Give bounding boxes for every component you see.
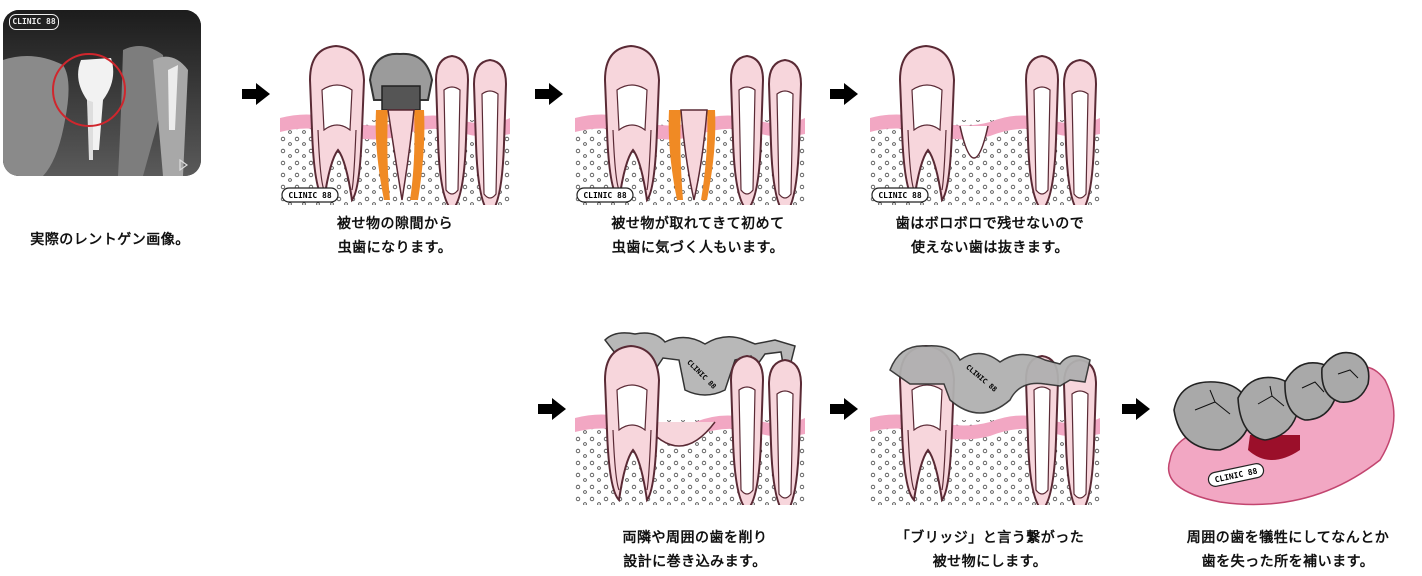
logo-badge: CLINIC 88 — [577, 188, 633, 202]
caption-step-7: 周囲の歯を犠牲にしてなんとか 歯を失った所を補います。 — [1160, 526, 1416, 574]
crown-with-decay: CLINIC 88 — [280, 40, 510, 205]
caption-line: 虫歯になります。 — [290, 236, 500, 260]
caption-step-6: 「ブリッジ」と言う繋がった 被せ物にします。 — [870, 526, 1110, 574]
caption-step-1: 実際のレントゲン画像。 — [10, 228, 210, 252]
caption-step-4: 歯はボロボロで残せないので 使えない歯は抜きます。 — [865, 212, 1115, 260]
svg-text:CLINIC 88: CLINIC 88 — [583, 191, 627, 200]
bridge-3d-view: CLINIC 88 — [1160, 340, 1400, 515]
xray-logo: CLINIC 88 — [9, 14, 59, 30]
bridge-placed: CLINIC 88 — [870, 340, 1100, 505]
logo-badge: CLINIC 88 — [872, 188, 928, 202]
logo-badge: CLINIC 88 — [282, 188, 338, 202]
caption-line: 使えない歯は抜きます。 — [865, 236, 1115, 260]
caption-step-2: 被せ物の隙間から 虫歯になります。 — [290, 212, 500, 260]
caption-line: 周囲の歯を犠牲にしてなんとか — [1160, 526, 1416, 550]
arrow-right-icon — [830, 83, 858, 105]
caption-line: 被せ物の隙間から — [290, 212, 500, 236]
caption-line: 設計に巻き込みます。 — [580, 550, 810, 574]
caption-line: 両隣や周囲の歯を削り — [580, 526, 810, 550]
xray-photo: CLINIC 88 — [3, 10, 201, 176]
caption-line: 被せ物にします。 — [870, 550, 1110, 574]
svg-text:CLINIC 88: CLINIC 88 — [288, 191, 332, 200]
arrow-right-icon — [538, 398, 566, 420]
caption-line: 歯はボロボロで残せないので — [865, 212, 1115, 236]
caption-step-5: 両隣や周囲の歯を削り 設計に巻き込みます。 — [580, 526, 810, 574]
caption-line: 虫歯に気づく人もいます。 — [578, 236, 818, 260]
caption-line: 「ブリッジ」と言う繋がった — [870, 526, 1110, 550]
arrow-right-icon — [1122, 398, 1150, 420]
svg-text:CLINIC 88: CLINIC 88 — [878, 191, 922, 200]
arrow-right-icon — [242, 83, 270, 105]
arrow-right-icon — [535, 83, 563, 105]
extracted-tooth: CLINIC 88 — [870, 40, 1100, 205]
bridge-preparation: CLINIC 88 — [575, 320, 805, 505]
caption-line: 歯を失った所を補います。 — [1160, 550, 1416, 574]
caption-line: 実際のレントゲン画像。 — [10, 228, 210, 252]
caption-line: 被せ物が取れてきて初めて — [578, 212, 818, 236]
exposed-decay: CLINIC 88 — [575, 40, 805, 205]
arrow-right-icon — [830, 398, 858, 420]
caption-step-3: 被せ物が取れてきて初めて 虫歯に気づく人もいます。 — [578, 212, 818, 260]
